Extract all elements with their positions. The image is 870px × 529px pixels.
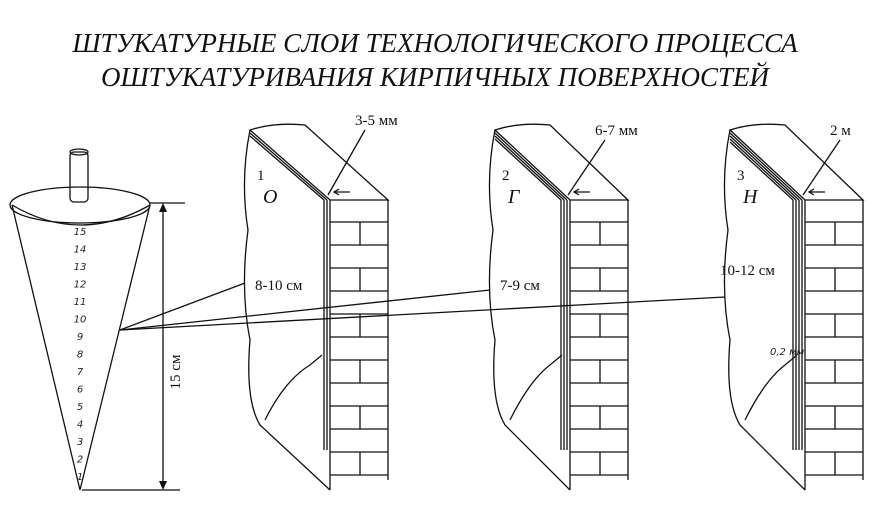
mark-note: 0,2 мм — [770, 347, 805, 358]
cone-depth-label: 8-10 см — [255, 278, 303, 294]
cone-scale-mark: 3 — [77, 437, 83, 448]
wall-panel-2: 6-7 мм 2Г 7-9 см — [488, 123, 638, 491]
cone-height-label: 15 см — [168, 354, 184, 389]
cone-scale-mark: 13 — [74, 262, 87, 273]
cone-scale-mark: 15 — [74, 227, 87, 238]
title-line-2: ОШТУКАТУРИВАНИЯ КИРПИЧНЫХ ПОВЕРХНОСТЕЙ — [101, 61, 770, 92]
layer-letter: Г — [507, 186, 521, 208]
cone-scale-mark: 12 — [74, 280, 87, 291]
wall-panel-1: 3-5 мм 1О 8-10 см — [243, 113, 398, 491]
layer-thickness-label: 6-7 мм — [595, 123, 638, 139]
cone-scale-mark: 10 — [74, 315, 87, 326]
layer-letter: Н — [742, 186, 759, 208]
cone-scale-mark: 5 — [77, 402, 83, 413]
title-line-1: ШТУКАТУРНЫЕ СЛОИ ТЕХНОЛОГИЧЕСКОГО ПРОЦЕС… — [71, 28, 798, 58]
panel-number: 3 — [737, 168, 745, 184]
layer-thickness-label: 2 м — [830, 123, 851, 139]
cone-scale-mark: 14 — [74, 245, 87, 256]
cone-scale-mark: 9 — [77, 332, 83, 343]
cone-scale-mark: 11 — [74, 297, 87, 308]
cone-depth-label: 10-12 см — [720, 263, 775, 279]
layer-letter: О — [263, 186, 277, 208]
cone-gauge: 15 14 13 12 11 10 9 8 7 6 5 4 3 2 1 15 см — [9, 148, 185, 491]
cone-scale-mark: 1 — [77, 472, 83, 483]
wall-panel-3: 2 м 3Н 10-12 см 0,2 мм — [720, 123, 865, 491]
cone-scale-mark: 6 — [77, 385, 83, 396]
cone-scale-mark: 2 — [77, 455, 83, 466]
panel-number: 2 — [502, 168, 510, 184]
cone-scale-mark: 7 — [77, 367, 84, 378]
cone-scale-mark: 8 — [77, 350, 83, 361]
cone-depth-label: 7-9 см — [500, 278, 540, 294]
panel-number: 1 — [257, 168, 265, 184]
cone-scale-mark: 4 — [77, 420, 83, 431]
layer-thickness-label: 3-5 мм — [355, 113, 398, 129]
depth-arrows — [119, 282, 726, 331]
